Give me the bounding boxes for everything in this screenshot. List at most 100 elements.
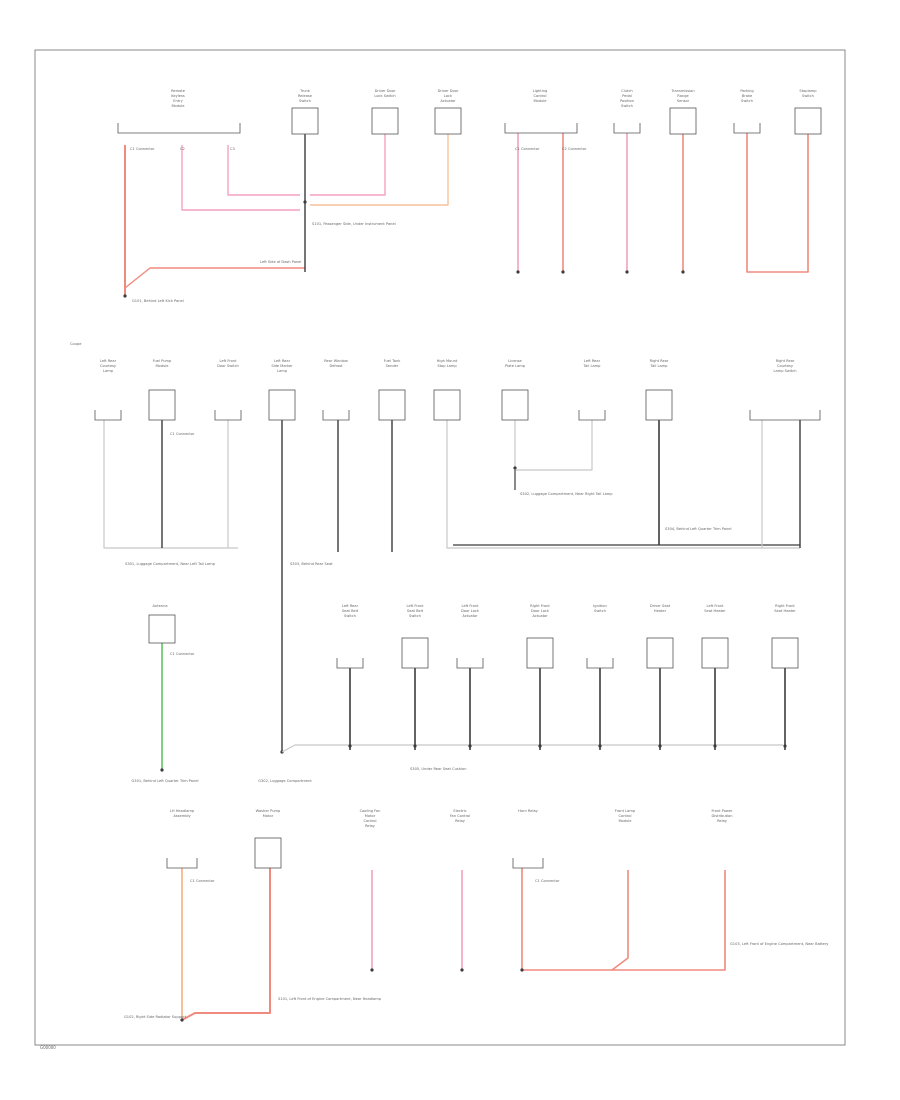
component-label-front-power-distribution-relay-line: Distribution [712,814,733,818]
component-label-high-mount-stop-lamp-line: Stop Lamp [437,364,457,368]
component-label-transmission-range-sensor-line: Transmission [670,89,694,93]
component-license-plate-lamp [501,389,529,421]
component-label-front-power-distribution-relay-line: Relay [717,819,728,823]
component-left-rear-courtesy-lamp [94,410,122,421]
component-label-right-rear-courtesy-lamp-switch-line: Right Rear [776,359,795,363]
component-label-left-rear-side-marker-lamp-line: Side Marker [271,364,293,368]
splice-lower-5 [658,744,662,748]
component-label-left-rear-seat-belt-switch-line: Switch [344,614,356,618]
pin-label-rke-c3: C3 [230,147,235,151]
component-label-front-lamp-control-module-line: Control [619,814,632,818]
component-label-driver-door-lock-actuator-line: Driver Door [438,89,459,93]
pin-label-horn-c1: C1 Connector [535,879,560,883]
component-label-license-plate-lamp-line: License [508,359,522,363]
component-label-right-front-door-lock-actuator-line: Door Lock [531,609,550,613]
component-parking-brake-switch [733,123,761,134]
ground-label-g101: G101, Behind Left Kick Panel [132,299,184,303]
component-label-right-front-door-lock-actuator-line: Right Front [530,604,550,608]
component-label-left-rear-seat-belt-switch-line: Seat Belt [342,609,359,613]
component-remote-keyless-entry-module [117,123,241,134]
component-label-right-front-seat-heater-line: Seat Heater [774,609,796,613]
pin-label-rke-c1: C1 Connector [130,147,155,151]
component-label-left-rear-courtesy-lamp-line: Lamp [103,369,114,373]
ground-top-right-0 [516,270,520,274]
section-label-coupe: Coupe [70,342,82,346]
component-label-trunk-release-switch-line: Switch [299,99,311,103]
component-trunk-release-switch [291,107,319,135]
ground-g101 [123,294,127,298]
component-stoplamp-switch [794,107,822,135]
wire-front-power-dist [612,870,726,971]
splice-s101 [303,200,307,204]
component-label-left-rear-seat-belt-switch-line: Left Rear [342,604,359,608]
component-label-ignition-switch-line: Switch [594,609,606,613]
component-label-trunk-release-switch-line: Trunk [299,89,311,93]
splice-lower-0 [348,744,352,748]
component-label-driver-door-lock-switch-line: Lock Switch [374,94,395,98]
component-layer [94,107,822,869]
component-label-left-rear-tail-lamp-line: Left Rear [584,359,601,363]
figure-code: G00000 [40,1045,56,1050]
wire-bus-left [103,420,238,549]
component-right-front-door-lock-actuator [526,637,554,669]
component-label-cooling-fan-motor-control-relay-line: Motor [365,814,376,818]
component-label-right-rear-tail-lamp-line: Tail Lamp [650,364,669,368]
component-label-front-power-distribution-relay-line: Front Power [711,809,733,813]
component-right-front-seat-heater [771,637,799,669]
splice-s302 [513,466,517,470]
component-label-left-front-seat-belt-switch-line: Left Front [407,604,425,608]
component-label-right-rear-courtesy-lamp-switch-line: Lamp Switch [773,369,796,373]
component-label-antenna: Antenna [152,604,167,608]
component-label-driver-door-lock-switch-line: Driver Door [375,89,396,93]
component-transmission-range-sensor [669,107,697,135]
splice-label-s301: S301, Luggage Compartment, Near Left Tai… [125,562,216,566]
component-label-horn-relay-line: Horn Relay [518,809,538,813]
splice-lower-4 [598,744,602,748]
pin-label-headlamp-c1: C1 Connector [190,879,215,883]
pin-label-fuel-pump-c1: C1 Connector [170,432,195,436]
diagram-frame [34,49,846,1046]
component-right-rear-tail-lamp [645,389,673,421]
component-clutch-pedal-position-switch [613,123,641,134]
component-fuel-tank-sender [378,389,406,421]
component-label-lighting-control-module-line: Module [533,99,547,103]
component-label-left-rear-side-marker-lamp-line: Left Rear [274,359,291,363]
component-label-electric-fan-control-relay-line: Relay [455,819,466,823]
component-label-driver-seat-heater-line: Heater [654,609,667,613]
component-left-rear-tail-lamp [578,410,606,421]
component-label-clutch-pedal-position-switch-line: Position [620,99,634,103]
component-label-washer-pump-motor-line: Washer Pump [256,809,281,813]
ground-label-g301: G301, Behind Left Quarter Trim Panel [132,779,199,783]
pin-label-lcm-c1: C1 Connector [515,147,540,151]
component-label-remote-keyless-entry-module-line: Module [171,104,185,108]
pin-label-lcm-c2: C2 Connector [562,147,587,151]
component-label-clutch-pedal-position-switch-line: Clutch [621,89,632,93]
ground-top-right-2 [625,270,629,274]
splice-lower-3 [538,744,542,748]
wire-bus-right [446,420,800,549]
component-rear-window-defrost [322,410,350,421]
ground-label-g103: G103, Left Front of Engine Compartment, … [730,942,829,946]
wire-door-lock-actuator [310,133,449,206]
component-label-horn-relay: Horn Relay [518,809,538,813]
wire-door-lock-switch [310,133,386,196]
component-right-rear-courtesy-lamp-switch [749,410,821,421]
pin-label-rke-c2: C2 [180,147,185,151]
component-label-high-mount-stop-lamp-line: High Mount [437,359,458,363]
component-label-left-front-seat-heater-line: Seat Heater [704,609,726,613]
